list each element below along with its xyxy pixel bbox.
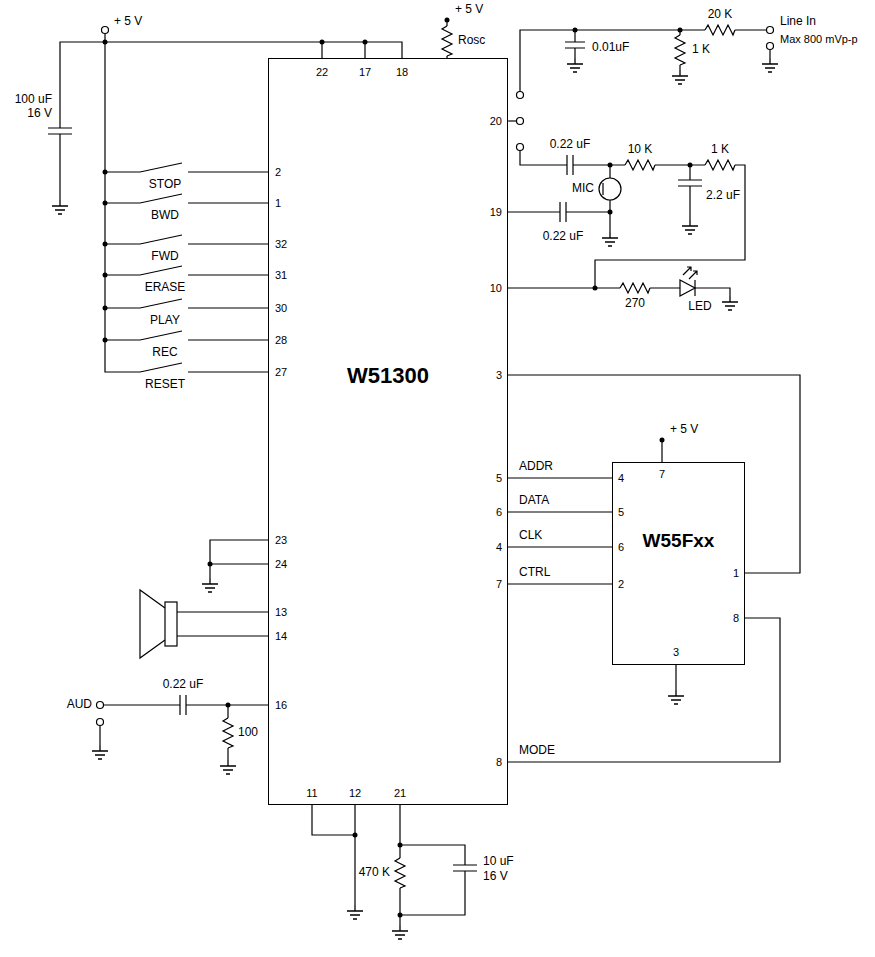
- pin-number: 2: [275, 166, 281, 178]
- pin-number: 17: [359, 66, 371, 78]
- pin-number: 3: [496, 369, 502, 381]
- pin-number: 10: [490, 282, 502, 294]
- component-label: ERASE: [145, 281, 186, 294]
- component-label: MIC: [572, 182, 594, 195]
- pin-number: 28: [275, 334, 287, 346]
- signal-wire: [508, 583, 612, 584]
- pin-number: 27: [275, 366, 287, 378]
- component-label: + 5 V: [670, 423, 698, 436]
- signal-name: CTRL: [518, 566, 551, 579]
- chip-name: W55Fxx: [643, 531, 715, 552]
- pin-number: 32: [275, 238, 287, 250]
- signal-wire: [508, 375, 800, 573]
- flash-memory-chip: W55Fxx: [612, 462, 745, 665]
- component-label: 1 K: [711, 143, 729, 156]
- component-label: AUD: [67, 698, 92, 711]
- pin-number: 1: [275, 197, 281, 209]
- component-label: + 5 V: [455, 3, 483, 16]
- component-label: 0.22 uF: [550, 138, 591, 151]
- pin-number: 4: [618, 472, 624, 484]
- component-label: REC: [152, 346, 177, 359]
- pin-number: 24: [275, 558, 287, 570]
- component-label: PLAY: [150, 314, 180, 327]
- pin-number: 1: [733, 567, 739, 579]
- pin-number: 5: [496, 472, 502, 484]
- pin-number: 31: [275, 269, 287, 281]
- signal-wire: [508, 477, 612, 478]
- pin-number: 100: [238, 726, 258, 739]
- pin-number: 20: [490, 115, 502, 127]
- component-label: FWD: [151, 250, 178, 263]
- signal-wire: [508, 618, 780, 762]
- pin-number: 23: [275, 534, 287, 546]
- component-label: 1 K: [692, 43, 710, 56]
- component-label: Rosc: [458, 34, 485, 47]
- component-label: 10 uF: [483, 855, 514, 868]
- pin-number: 8: [733, 612, 739, 624]
- pin-number: 16: [275, 699, 287, 711]
- controller-chip: W51300: [268, 58, 508, 805]
- pin-number: 14: [275, 630, 287, 642]
- pin-number: 12: [349, 787, 361, 799]
- pin-number: 2: [618, 578, 624, 590]
- pin-number: 22: [316, 66, 328, 78]
- pin-number: 19: [490, 206, 502, 218]
- signal-name: CLK: [518, 529, 543, 542]
- component-label: 470 K: [359, 866, 390, 879]
- pin-number: 7: [659, 468, 665, 480]
- pin-number: 3: [673, 646, 679, 658]
- component-label: Max 800 mVp-p: [780, 33, 858, 45]
- pin-number: 30: [275, 302, 287, 314]
- component-label: BWD: [151, 209, 179, 222]
- component-label: 0.01uF: [592, 41, 629, 54]
- component-label: + 5 V: [114, 15, 142, 28]
- signal-wire: [508, 511, 612, 512]
- signal-name: MODE: [518, 744, 556, 757]
- pin-number: 6: [496, 506, 502, 518]
- signal-name: ADDR: [518, 460, 554, 473]
- component-label: LED: [688, 300, 711, 313]
- component-label: 16 V: [483, 870, 508, 883]
- component-label: 0.22 uF: [163, 678, 204, 691]
- component-label: 20 K: [708, 8, 733, 21]
- pin-number: 11: [306, 787, 317, 799]
- component-label: 100 uF: [15, 93, 52, 106]
- pin-number: 7: [496, 578, 502, 590]
- pin-number: 13: [275, 606, 287, 618]
- pin-number: 4: [496, 541, 502, 553]
- pin-number: 8: [496, 756, 502, 768]
- chip-name: W51300: [347, 364, 429, 388]
- component-label: 0.22 uF: [543, 230, 584, 243]
- component-label: STOP: [149, 178, 181, 191]
- component-label: Line In: [780, 15, 816, 28]
- pin-number: 5: [618, 506, 624, 518]
- pin-number: 21: [394, 787, 406, 799]
- pin-number: 6: [618, 541, 624, 553]
- component-label: 2.2 uF: [706, 189, 740, 202]
- component-label: RESET: [145, 378, 185, 391]
- signal-name: DATA: [518, 494, 550, 507]
- component-label: 10 K: [628, 143, 653, 156]
- pin-number: 18: [396, 66, 408, 78]
- signal-wire: [508, 546, 612, 547]
- component-label: 16 V: [27, 107, 52, 120]
- pin-number: 270: [625, 297, 645, 310]
